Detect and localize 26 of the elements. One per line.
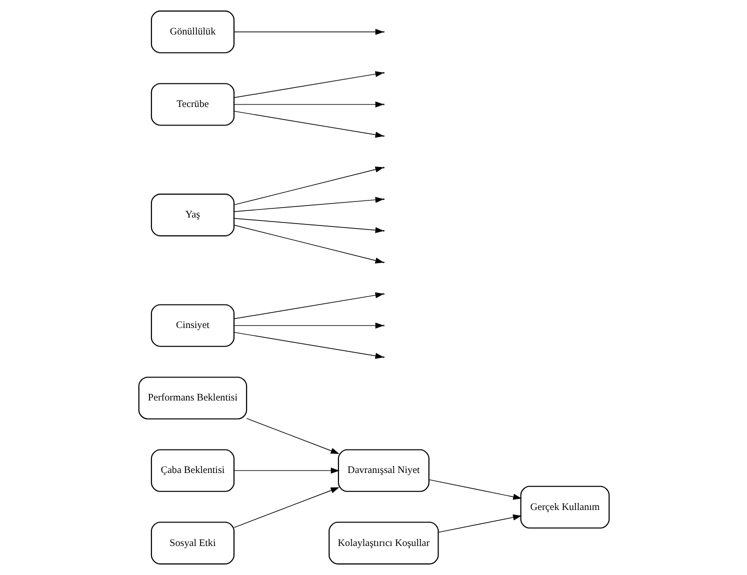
- node-box: Gerçek Kullanım: [520, 486, 610, 529]
- arrow: [233, 28, 384, 35]
- arrow: [233, 166, 384, 206]
- node-box: Performans Beklentisi: [138, 376, 247, 420]
- node-box: Yaş: [150, 194, 234, 236]
- arrow: [438, 514, 522, 533]
- arrow: [233, 332, 384, 359]
- arrow: [233, 322, 384, 329]
- node-box: Tecrübe: [150, 83, 234, 126]
- arrow: [233, 487, 339, 528]
- arrow: [233, 224, 384, 264]
- arrow: [233, 196, 384, 212]
- arrow: [233, 468, 339, 474]
- node-box: Çaba Beklentisi: [150, 449, 234, 492]
- arrow: [233, 110, 384, 138]
- node-box: Gönüllülük: [150, 10, 234, 54]
- arrow: [233, 218, 384, 234]
- arrow: [233, 292, 384, 320]
- node-box: Kolaylaştırıcı Koşullar: [328, 522, 438, 564]
- arrow: [233, 101, 384, 108]
- arrow: [428, 479, 522, 500]
- node-box: Davranışsal Niyet: [337, 449, 429, 492]
- arrow: [233, 71, 384, 98]
- arrow: [246, 418, 339, 454]
- node-box: Cinsiyet: [150, 304, 234, 347]
- node-box: Sosyal Etki: [150, 522, 234, 564]
